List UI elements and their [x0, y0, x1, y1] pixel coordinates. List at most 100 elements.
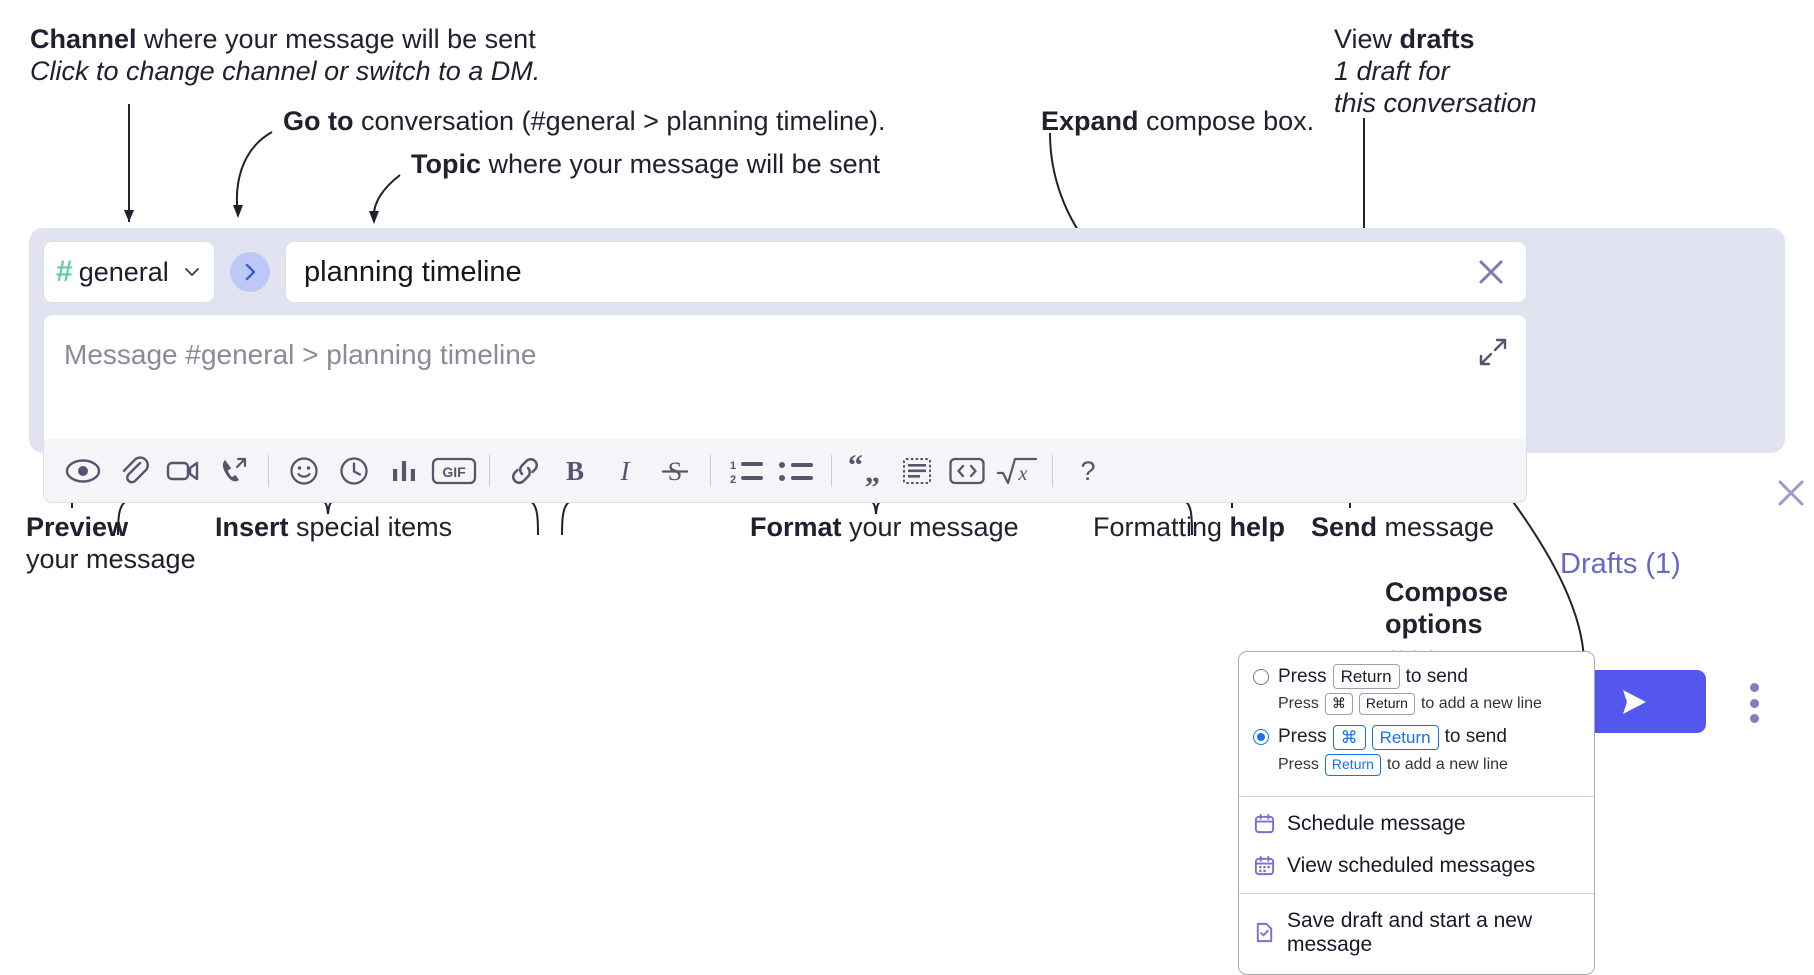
annotation-expand: Expand compose box. — [1041, 106, 1314, 138]
annotation-channel-rest: where your message will be sent — [136, 24, 536, 54]
svg-text:2: 2 — [730, 474, 736, 486]
annotation-topic: Topic where your message will be sent — [411, 149, 880, 181]
dot — [1749, 683, 1759, 692]
svg-text:B: B — [566, 456, 584, 486]
channel-selector[interactable]: # general — [43, 241, 215, 303]
close-icon[interactable] — [1775, 477, 1807, 509]
send-option-cmd-return-sub: Press Return to add a new line — [1278, 754, 1580, 776]
kbd-cmd: ⌘ — [1324, 693, 1353, 715]
compose-options-menu: Press Return to send Press ⌘ Return to a… — [1238, 651, 1595, 975]
send-option-return-sub: Press ⌘ Return to add a new line — [1278, 693, 1580, 715]
annotation-insert-rest: special items — [288, 512, 453, 542]
svg-text:GIF: GIF — [442, 464, 466, 480]
annotation-drafts-lead: View — [1334, 24, 1400, 54]
toolbar-separator — [1052, 454, 1053, 487]
annotation-drafts-sub2: this conversation — [1334, 87, 1537, 118]
menu-item-save-draft[interactable]: Save draft and start a new message — [1239, 900, 1594, 966]
poll-icon[interactable] — [379, 446, 429, 496]
topic-input[interactable]: planning timeline — [285, 241, 1527, 303]
option-text-2: to send — [1405, 665, 1468, 687]
clock-icon[interactable] — [329, 446, 379, 496]
annotation-preview-line2: your message — [26, 543, 196, 574]
svg-text:x: x — [1018, 463, 1028, 485]
compose-options-button[interactable] — [1749, 683, 1759, 723]
video-icon[interactable] — [158, 446, 208, 496]
menu-item-view-scheduled[interactable]: View scheduled messages — [1239, 845, 1594, 887]
annotation-format-bold: Format — [750, 512, 842, 542]
annotation-topic-bold: Topic — [411, 149, 481, 179]
kbd-return: Return — [1324, 754, 1381, 776]
link-icon[interactable] — [500, 446, 550, 496]
option-text-1: Press — [1278, 665, 1327, 687]
radio-button-selected[interactable] — [1253, 729, 1269, 746]
attachment-icon[interactable] — [108, 446, 158, 496]
dot — [1749, 714, 1759, 723]
annotation-channel-sub: Click to change channel or switch to a D… — [30, 55, 541, 86]
italic-icon[interactable]: I — [600, 446, 650, 496]
chevron-down-icon — [185, 268, 199, 276]
math-icon[interactable]: x — [992, 446, 1042, 496]
annotation-goto: Go to conversation (#general > planning … — [283, 106, 886, 138]
annotation-compose-options-bold2: options — [1385, 608, 1483, 639]
chevron-right-icon — [245, 263, 256, 281]
expand-icon[interactable] — [1478, 337, 1508, 367]
topic-value: planning timeline — [304, 255, 522, 288]
kbd-return: Return — [1332, 664, 1400, 690]
bulleted-list-icon[interactable] — [771, 446, 821, 496]
send-option-cmd-return[interactable]: Press ⌘ Return to send — [1253, 724, 1580, 750]
toolbar-separator — [710, 454, 711, 487]
annotation-send-bold: Send — [1311, 512, 1378, 542]
annotated-screenshot: Channel where your message will be sent … — [26, 24, 1807, 975]
send-option-return[interactable]: Press Return to send — [1253, 664, 1580, 690]
kbd-return: Return — [1358, 693, 1415, 715]
annotation-preview-bold: Preview — [26, 512, 129, 542]
menu-item-label: View scheduled messages — [1287, 853, 1536, 877]
close-icon[interactable] — [1474, 255, 1508, 289]
annotation-channel-bold: Channel — [30, 24, 137, 54]
compose-header-row: # general planning timeline — [43, 241, 1527, 303]
annotation-help: Formatting help — [1093, 512, 1285, 544]
strikethrough-icon[interactable]: S — [650, 446, 700, 496]
audio-call-icon[interactable] — [208, 446, 258, 496]
radio-button[interactable] — [1253, 668, 1269, 685]
emoji-icon[interactable] — [279, 446, 329, 496]
help-icon[interactable]: ? — [1063, 446, 1113, 496]
menu-item-label: Save draft and start a new message — [1287, 908, 1533, 956]
annotation-goto-rest: conversation (#general > planning timeli… — [353, 106, 886, 136]
toolbar-separator — [489, 454, 490, 487]
annotation-drafts-bold: drafts — [1399, 24, 1475, 54]
annotation-help-lead: Formatting — [1093, 512, 1230, 542]
channel-name: general — [78, 256, 169, 287]
send-shortcut-section: Press Return to send Press ⌘ Return to a… — [1239, 652, 1594, 796]
preview-icon[interactable] — [58, 446, 108, 496]
annotation-channel: Channel where your message will be sent … — [30, 24, 540, 88]
gif-icon[interactable]: GIF — [429, 446, 479, 496]
svg-text:„: „ — [865, 456, 880, 487]
hash-icon: # — [56, 255, 73, 288]
go-to-conversation-button[interactable] — [230, 252, 270, 292]
sub-text-1: Press — [1278, 695, 1319, 712]
message-input[interactable]: Message #general > planning timeline — [43, 314, 1527, 440]
svg-text:1: 1 — [730, 460, 736, 472]
calendar-icon — [1254, 813, 1275, 834]
code-icon[interactable] — [942, 446, 992, 496]
toolbar-separator — [268, 454, 269, 487]
menu-divider — [1239, 892, 1594, 894]
annotation-insert-bold: Insert — [215, 512, 289, 542]
send-icon — [1623, 689, 1646, 714]
annotation-format: Format your message — [750, 512, 1019, 544]
blockquote-icon[interactable]: “„ — [842, 446, 892, 496]
annotation-send-rest: message — [1377, 512, 1495, 542]
sub-text-2: to add a new line — [1420, 695, 1542, 712]
option-text-1: Press — [1278, 726, 1327, 748]
annotation-format-rest: your message — [841, 512, 1019, 542]
bold-icon[interactable]: B — [550, 446, 600, 496]
code-block-icon[interactable] — [892, 446, 942, 496]
annotation-goto-bold: Go to — [283, 106, 354, 136]
menu-item-schedule-message[interactable]: Schedule message — [1239, 803, 1594, 845]
annotation-topic-rest: where your message will be sent — [481, 149, 881, 179]
drafts-link[interactable]: Drafts (1) — [1560, 548, 1681, 580]
annotation-preview: Preview your message — [26, 512, 196, 576]
